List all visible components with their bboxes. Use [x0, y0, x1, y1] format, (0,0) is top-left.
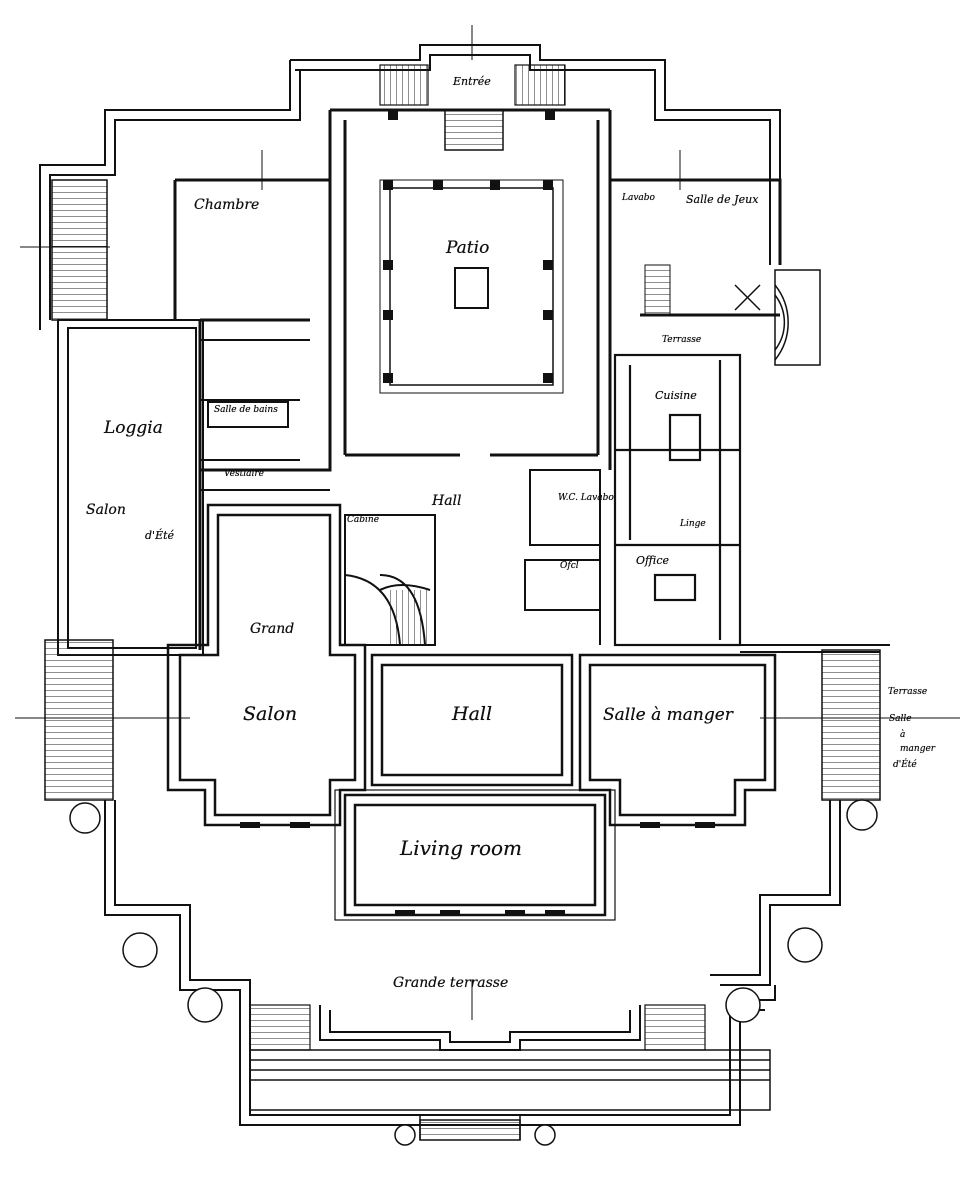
- label-salle-ete-1: Salle: [889, 714, 912, 724]
- entrance-stairs-right: [514, 64, 566, 106]
- label-grande-terrasse: Grande terrasse: [393, 975, 509, 991]
- label-hall-lower: Hall: [452, 703, 493, 725]
- label-lingerie: Linge: [680, 519, 706, 529]
- label-loggia: Loggia: [104, 418, 163, 438]
- label-terrasse-right: Terrasse: [888, 687, 928, 697]
- label-cabine: Cabine: [347, 515, 380, 525]
- label-hall-upper: Hall: [432, 493, 462, 509]
- label-living-room: Living room: [400, 836, 523, 860]
- upper-walls: [173, 108, 782, 650]
- bottom-terrace-steps: [249, 1049, 771, 1141]
- entrance-steps: [444, 109, 504, 151]
- label-entree: Entrée: [453, 75, 491, 88]
- axis-lines: [15, 25, 960, 1020]
- loggia-walls: [57, 319, 204, 656]
- label-salle-de-bains: Salle de bains: [214, 405, 278, 415]
- patio-columns: [383, 110, 555, 383]
- entrance-stairs-left: [379, 64, 429, 106]
- label-chambre: Chambre: [194, 197, 260, 213]
- label-salon-ete: Salon: [86, 502, 126, 518]
- stairs-left-terrace: [249, 1004, 311, 1051]
- label-office-small: Ofcl: [560, 561, 579, 571]
- salle-de-jeux-stairs: [644, 264, 671, 316]
- label-vestiaire: Vestiaire: [224, 469, 264, 479]
- label-grand: Grand: [250, 621, 295, 637]
- label-salon: Salon: [243, 703, 298, 725]
- salle-a-manger-walls: [578, 653, 777, 827]
- label-office: Office: [636, 554, 669, 567]
- label-salle-ete-3: manger: [900, 744, 936, 754]
- label-salle-a-manger: Salle à manger: [603, 705, 733, 725]
- patio: [379, 179, 564, 394]
- stairs-right-terrace: [644, 1004, 706, 1051]
- label-salle-ete-2: à: [900, 730, 906, 740]
- grand-salon-walls: [166, 503, 367, 827]
- spiral-stair: [734, 269, 821, 366]
- service-wing: [613, 353, 742, 647]
- label-salon-ete-2: d'Été: [145, 529, 175, 542]
- stairs-lower-right: [821, 649, 881, 801]
- stairs-lower-left: [44, 639, 114, 801]
- outer-perimeter: [39, 44, 781, 330]
- label-salle-ete-4: d'Été: [893, 760, 917, 770]
- label-wc-lavabo: W.C. Lavabo: [558, 493, 614, 503]
- label-cuisine: Cuisine: [655, 389, 697, 402]
- hall-lower-walls: [370, 653, 574, 787]
- living-room-walls: [334, 789, 616, 921]
- trees: [69, 799, 878, 1146]
- stairs-upper-left: [51, 179, 108, 321]
- label-patio: Patio: [446, 238, 490, 258]
- label-terrasse-top: Terrasse: [662, 335, 702, 345]
- label-salle-de-jeux: Salle de Jeux: [686, 193, 759, 206]
- label-lavabo: Lavabo: [622, 193, 655, 203]
- hall-stair-treads: [385, 590, 430, 645]
